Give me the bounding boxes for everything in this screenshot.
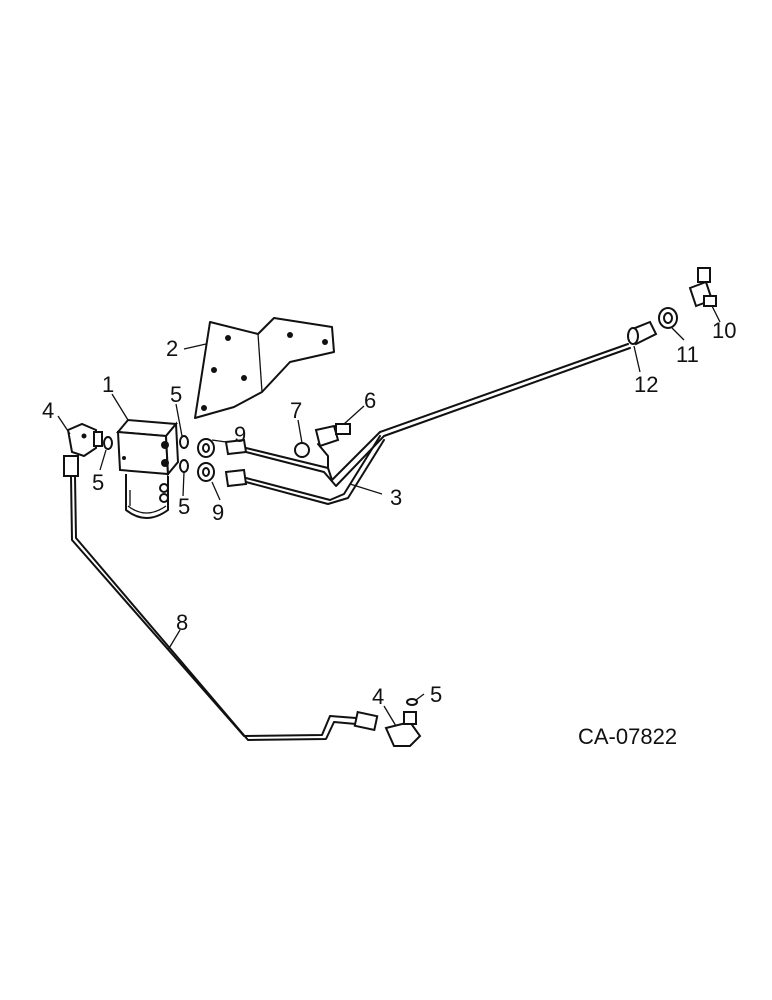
callout-11: 11 (676, 342, 699, 367)
callout-8: 8 (176, 610, 188, 635)
elbow-fitting-upper (66, 422, 103, 458)
callout-4-lower: 4 (372, 684, 384, 709)
callout-5-lower: 5 (178, 494, 190, 519)
connector-6 (314, 423, 351, 448)
drawing-code: CA-07822 (578, 724, 677, 749)
callout-7: 7 (290, 398, 302, 423)
callout-6: 6 (364, 388, 376, 413)
fitting-upper (197, 438, 215, 458)
fitting-lower (197, 462, 215, 482)
o-ring-upper (179, 435, 189, 449)
callout-9-upper: 9 (234, 422, 246, 447)
nut-11 (658, 307, 678, 329)
leader-lines (57, 305, 721, 727)
callout-4-upper: 4 (42, 398, 54, 423)
o-ring-left (103, 436, 113, 450)
elbow-fitting-lower (384, 711, 422, 747)
callout-1: 1 (102, 372, 114, 397)
nut-7 (294, 442, 310, 458)
callout-12: 12 (634, 372, 658, 397)
callout-5-upper: 5 (170, 382, 182, 407)
tube-assembly-3 (224, 343, 631, 505)
tee-fitting-10 (688, 267, 717, 308)
callout-9-lower: 9 (212, 500, 224, 525)
o-ring-lower-elbow (406, 698, 418, 706)
callout-5-left: 5 (92, 470, 104, 495)
o-ring-lower (179, 459, 189, 473)
callout-10: 10 (712, 318, 736, 343)
callout-3: 3 (390, 485, 402, 510)
callout-2: 2 (166, 336, 178, 361)
adapter-12 (627, 320, 658, 346)
valve-body (116, 418, 180, 519)
callout-5-elbow: 5 (430, 682, 442, 707)
mounting-bracket (194, 317, 335, 419)
tube-assembly-8 (63, 455, 379, 741)
